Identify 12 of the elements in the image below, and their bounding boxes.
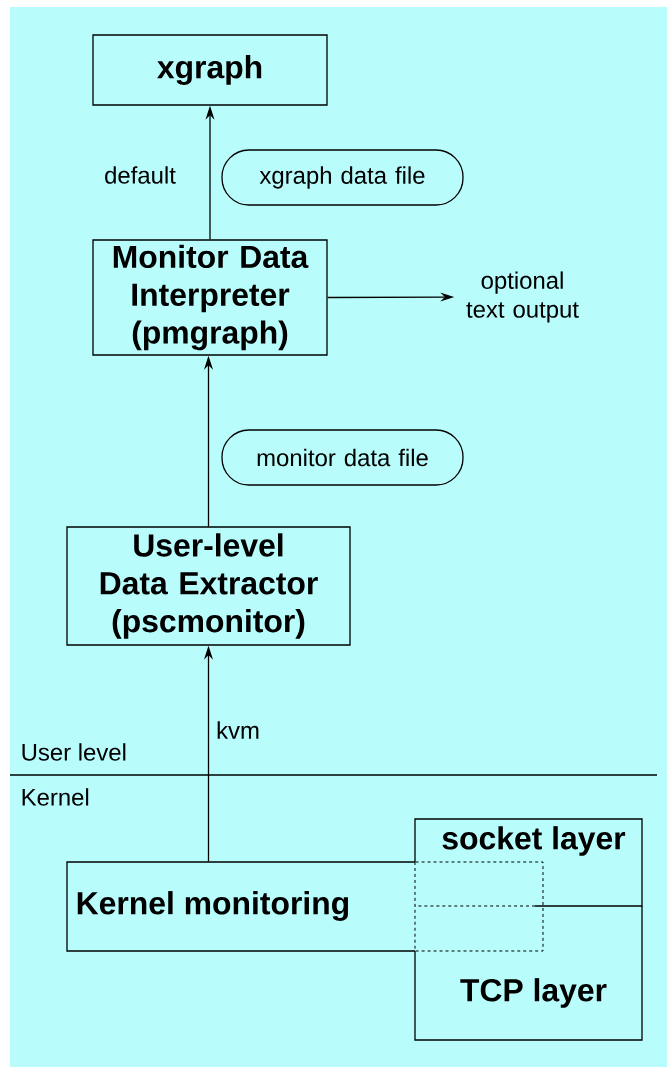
layer-box: TCP layer (414, 905, 643, 1041)
layer-box: socket layer (414, 818, 643, 907)
process-box: User-level Data Extractor (pscmonitor) (66, 526, 351, 646)
kernel-monitoring-box: Kernel monitoring (66, 861, 544, 952)
edge-label: kvm (215, 720, 261, 740)
edge-label: default (103, 165, 177, 185)
level-label: User level (22, 743, 126, 761)
process-box: xgraph (92, 34, 328, 106)
level-label: Kernel (22, 788, 89, 806)
node-label: Kernel monitoring (77, 891, 349, 921)
process-box: Monitor Data Interpreter (pmgraph) (92, 239, 328, 356)
output-text: optional text output (466, 271, 579, 323)
